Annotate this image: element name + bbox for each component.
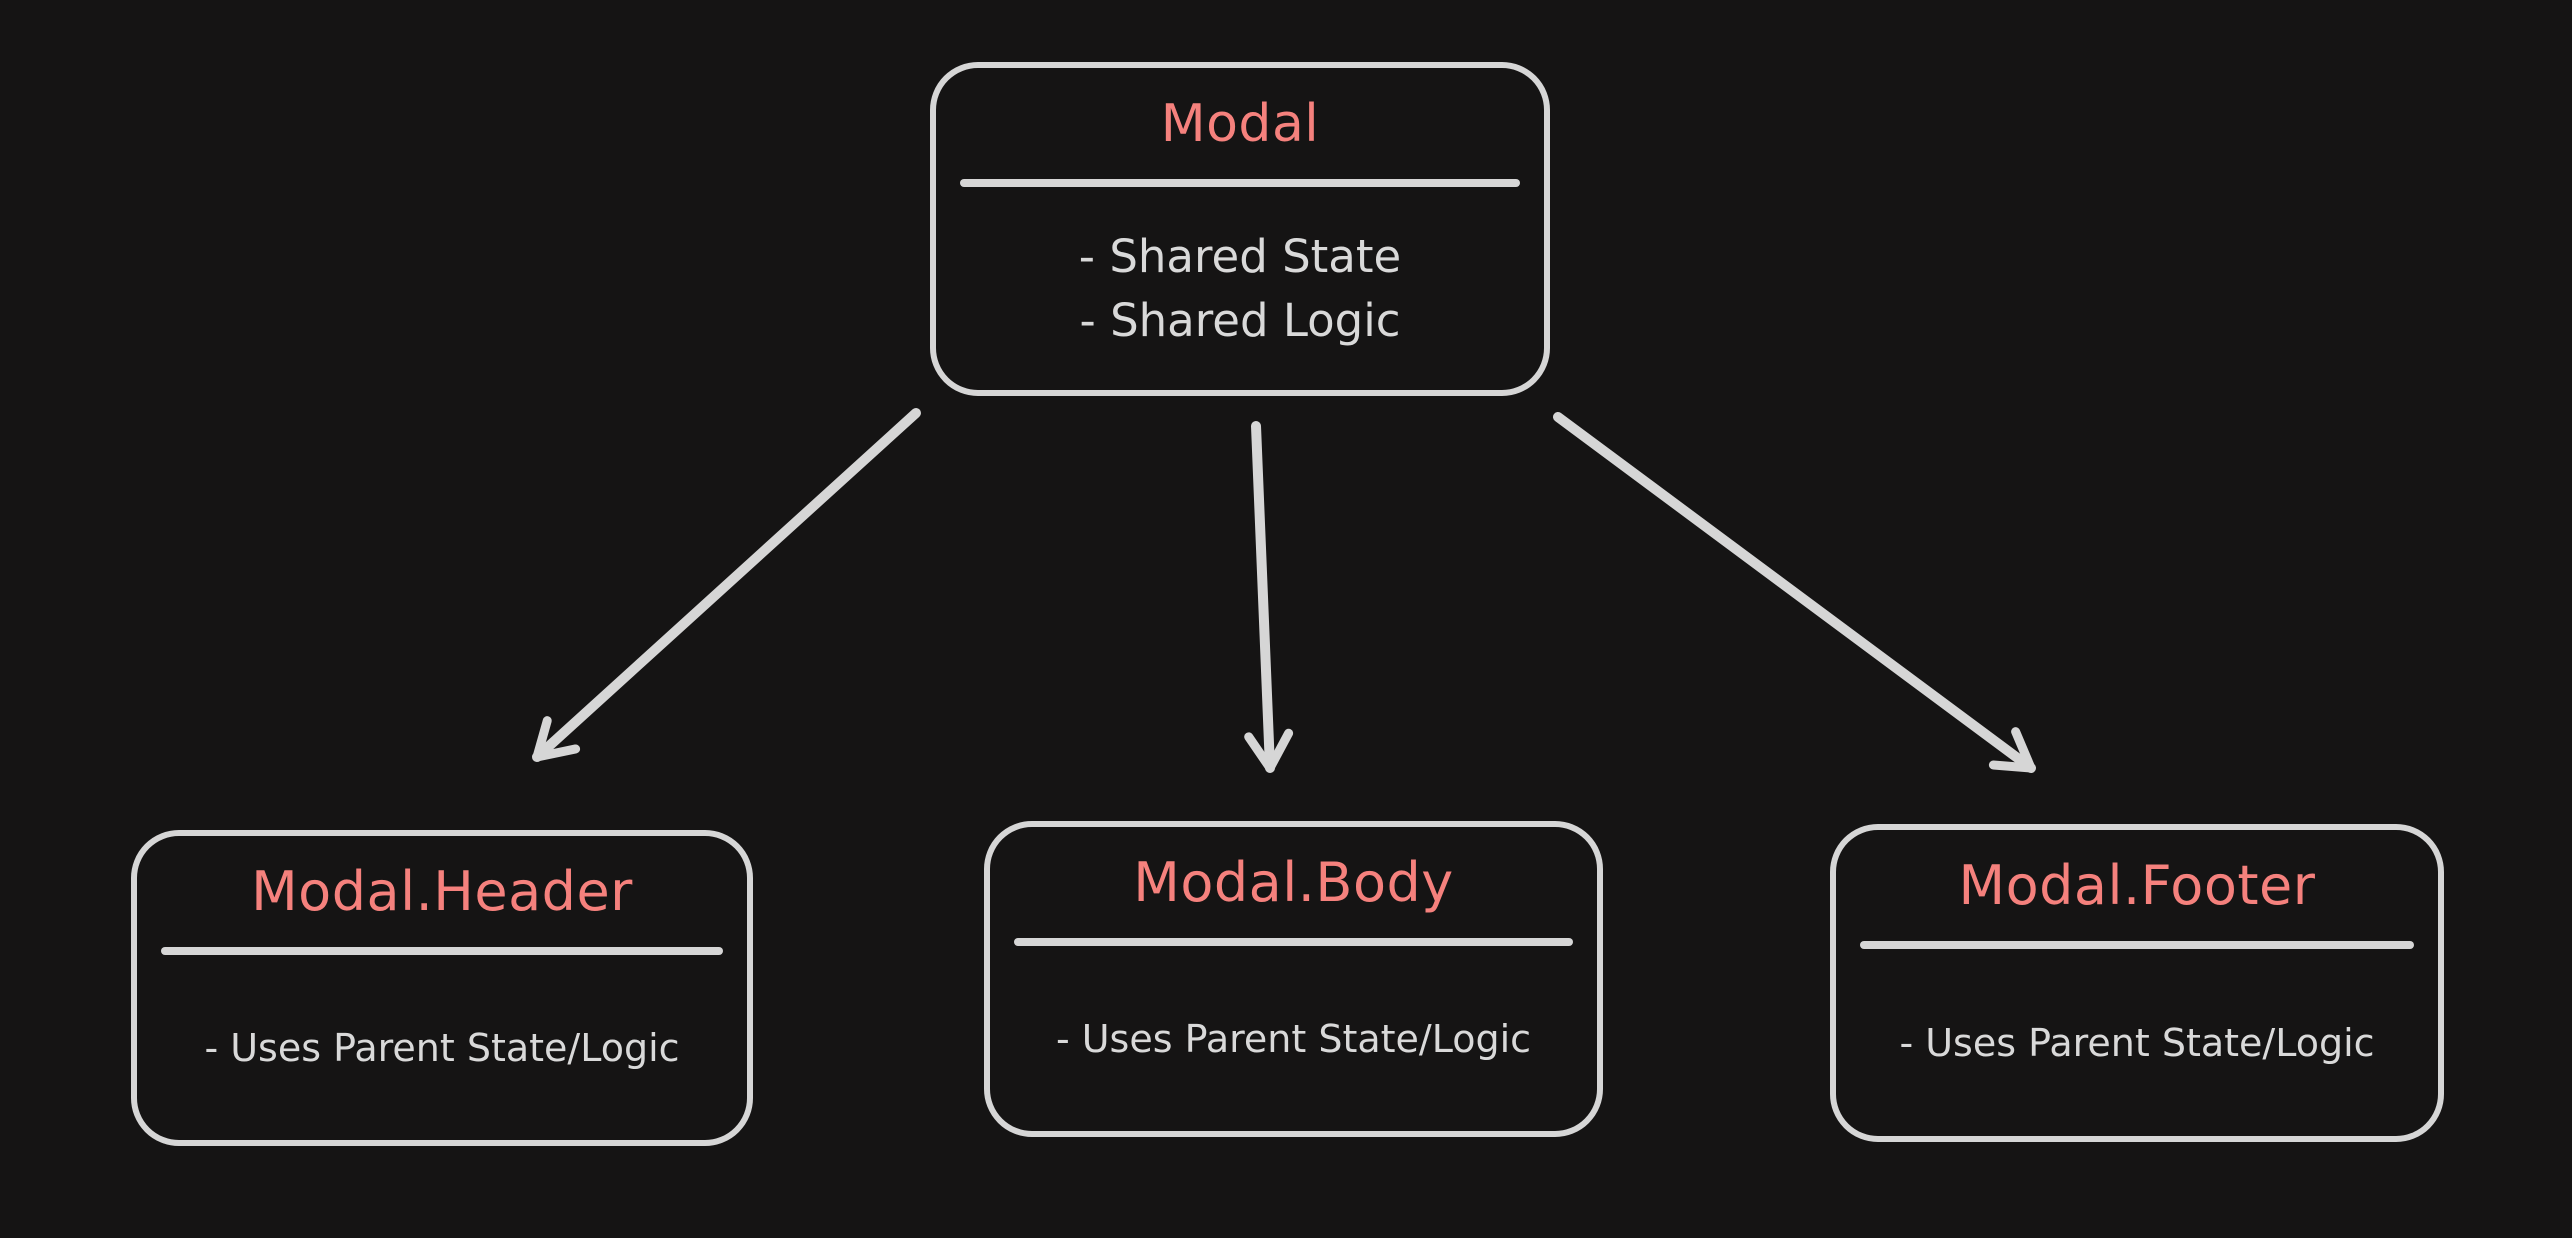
arrow-modal-to-footer-icon <box>1553 412 2036 773</box>
node-item: - Shared Logic <box>1079 293 1401 347</box>
node-modal-header-body-section: - Uses Parent State/Logic <box>137 955 747 1140</box>
node-modal-header-title: Modal.Header <box>251 860 633 923</box>
arrow-modal-to-body-icon <box>1244 421 1294 773</box>
node-modal-header-divider <box>161 947 723 955</box>
node-item: - Uses Parent State/Logic <box>1055 1016 1532 1061</box>
node-modal-body-divider <box>1014 938 1573 946</box>
node-modal-body-title: Modal.Body <box>1133 851 1454 914</box>
node-modal-footer: Modal.Footer - Uses Parent State/Logic <box>1830 824 2444 1142</box>
node-modal-body-section: - Shared State - Shared Logic <box>936 187 1544 390</box>
node-modal: Modal - Shared State - Shared Logic <box>930 62 1550 396</box>
node-item: - Shared State <box>1078 229 1402 283</box>
node-modal-header: Modal.Header - Uses Parent State/Logic <box>131 830 753 1146</box>
node-modal-footer-body-section: - Uses Parent State/Logic <box>1836 949 2438 1136</box>
node-modal-body-body-section: - Uses Parent State/Logic <box>990 946 1597 1131</box>
node-modal-body: Modal.Body - Uses Parent State/Logic <box>984 821 1603 1137</box>
node-item: - Uses Parent State/Logic <box>1899 1020 2375 1065</box>
arrow-modal-to-header-icon <box>532 408 921 762</box>
node-modal-divider <box>960 179 1520 187</box>
node-modal-footer-title: Modal.Footer <box>1958 854 2316 917</box>
node-modal-footer-divider <box>1860 941 2414 949</box>
node-modal-title: Modal <box>1160 93 1320 154</box>
node-item: - Uses Parent State/Logic <box>204 1025 680 1070</box>
